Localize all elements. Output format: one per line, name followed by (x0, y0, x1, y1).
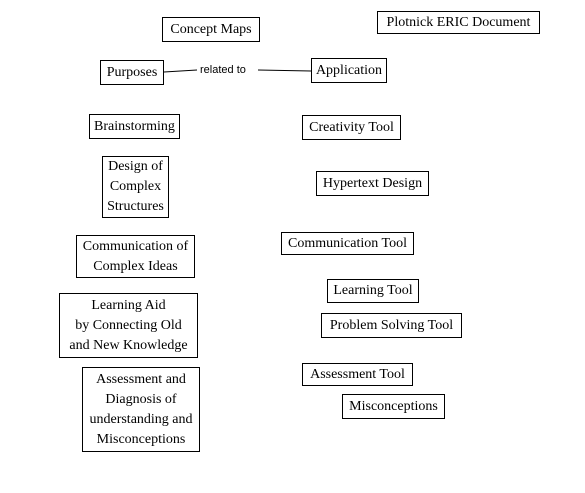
connector-purposes-label (163, 69, 198, 73)
node-design-of-complex-structures[interactable]: Design of Complex Structures (102, 156, 169, 218)
node-purposes[interactable]: Purposes (100, 60, 164, 85)
node-communication-tool[interactable]: Communication Tool (281, 232, 414, 255)
node-assessment-and-diagnosis[interactable]: Assessment and Diagnosis of understandin… (82, 367, 200, 452)
link-label-related-to: related to (200, 63, 246, 77)
node-misconceptions[interactable]: Misconceptions (342, 394, 445, 419)
node-application[interactable]: Application (311, 58, 387, 83)
node-brainstorming[interactable]: Brainstorming (89, 114, 180, 139)
node-creativity-tool[interactable]: Creativity Tool (302, 115, 401, 140)
node-learning-aid[interactable]: Learning Aid by Connecting Old and New K… (59, 293, 198, 358)
node-plotnick-eric-document[interactable]: Plotnick ERIC Document (377, 11, 540, 34)
node-learning-tool[interactable]: Learning Tool (327, 279, 419, 303)
node-communication-of-complex-ideas[interactable]: Communication of Complex Ideas (76, 235, 195, 278)
node-assessment-tool[interactable]: Assessment Tool (302, 363, 413, 386)
node-problem-solving-tool[interactable]: Problem Solving Tool (321, 313, 462, 338)
connector-label-application (257, 69, 312, 72)
node-hypertext-design[interactable]: Hypertext Design (316, 171, 429, 196)
node-concept-maps[interactable]: Concept Maps (162, 17, 260, 42)
